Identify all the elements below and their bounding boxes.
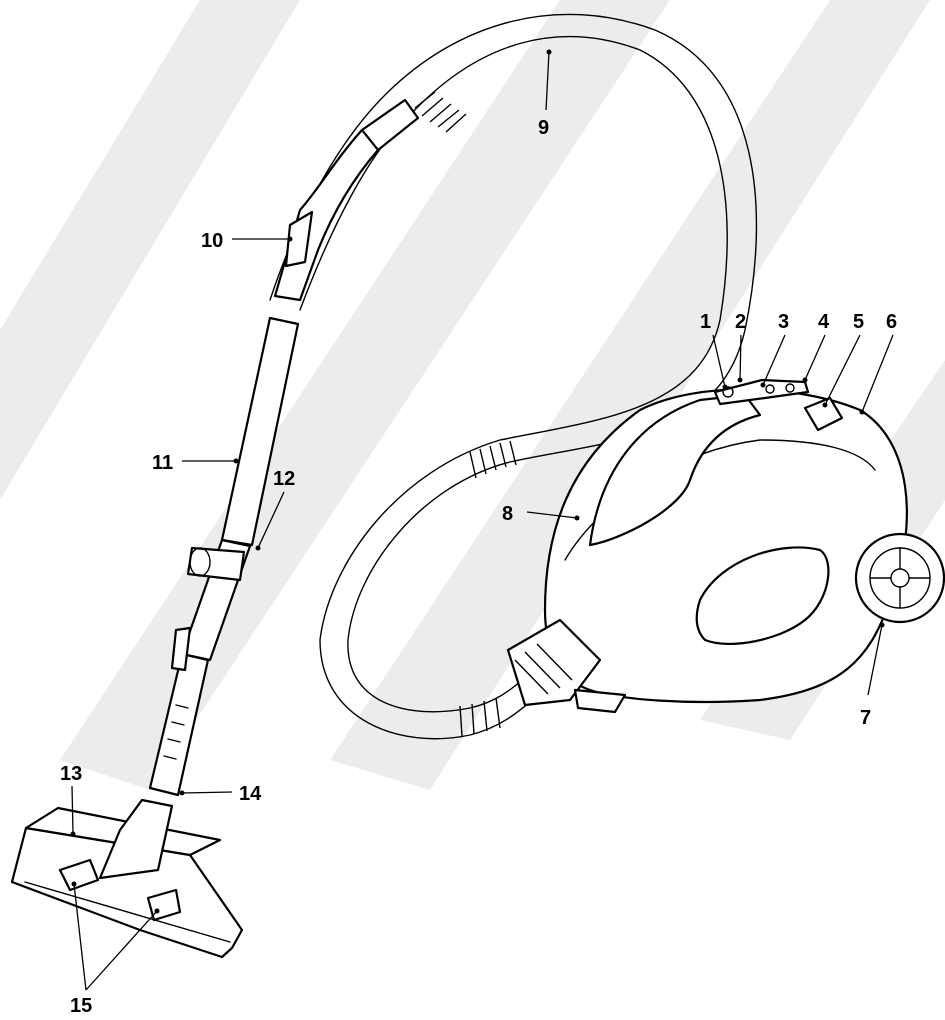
hose-inner <box>269 13 758 713</box>
side-vent <box>695 546 830 646</box>
handle-grip <box>273 128 380 302</box>
control-knob-a <box>765 384 775 394</box>
leader-7 <box>867 624 883 696</box>
watermark-stripe <box>0 0 300 500</box>
callout-4: 4 <box>818 311 830 333</box>
callout-dots <box>70 49 885 914</box>
leader-14 <box>181 791 233 794</box>
callout-10: 10 <box>201 230 223 252</box>
hose-connector <box>506 618 602 707</box>
hose-ribs-middle <box>469 440 517 479</box>
leader-15b <box>85 910 158 991</box>
callout-3: 3 <box>778 311 789 333</box>
callout-11: 11 <box>152 452 173 474</box>
clip-ring <box>189 547 211 577</box>
leader-3 <box>762 334 786 386</box>
callout-7: 7 <box>860 707 871 729</box>
vacuum-body <box>506 378 945 714</box>
cord-rewind-button <box>803 396 844 432</box>
callout-5: 5 <box>853 311 864 333</box>
suction-slider <box>284 210 314 268</box>
hose-outer <box>299 35 728 740</box>
callout-labels: 1 2 3 4 5 6 7 8 9 10 11 12 13 14 15 <box>60 117 897 1017</box>
callout-1: 1 <box>700 311 711 333</box>
leader-9 <box>545 51 550 111</box>
handle-body <box>273 128 380 302</box>
leader-12 <box>257 491 285 549</box>
leader-lines <box>71 51 894 991</box>
tube-adjust-slider <box>170 626 192 672</box>
clip-body <box>186 546 246 582</box>
nozzle-neck <box>98 798 174 880</box>
tube-grip-marks <box>163 704 189 760</box>
leader-1 <box>712 334 726 388</box>
callout-13: 13 <box>60 763 82 785</box>
leader-2 <box>739 334 742 381</box>
callout-2: 2 <box>735 311 746 333</box>
rear-wheel-outer <box>854 532 945 624</box>
tube-upper <box>220 316 300 547</box>
leader-4 <box>804 334 826 381</box>
pedal-left <box>58 858 100 892</box>
watermark-stripe <box>330 0 930 790</box>
callout-8: 8 <box>502 503 513 525</box>
front-foot <box>573 688 627 714</box>
callout-14: 14 <box>239 783 262 805</box>
callout-15: 15 <box>70 995 92 1017</box>
tube-clip <box>186 546 246 582</box>
callout-6: 6 <box>886 311 897 333</box>
control-knob-b <box>785 383 795 393</box>
hose-ribs-top <box>414 91 467 133</box>
connector-ribs <box>514 643 573 695</box>
callout-12: 12 <box>273 468 295 490</box>
power-button <box>722 386 734 398</box>
floor-nozzle <box>10 798 244 959</box>
leader-6 <box>861 334 894 413</box>
leader-5 <box>824 334 861 406</box>
control-panel <box>713 378 810 406</box>
leader-8 <box>526 511 578 519</box>
leader-15a <box>73 883 87 991</box>
hose-ribs-bottom <box>459 697 501 737</box>
tube-bottom <box>148 652 210 797</box>
carry-handle <box>588 393 762 547</box>
wheel-spokes <box>869 547 931 609</box>
leader-13 <box>71 785 74 835</box>
callout-9: 9 <box>538 117 549 139</box>
